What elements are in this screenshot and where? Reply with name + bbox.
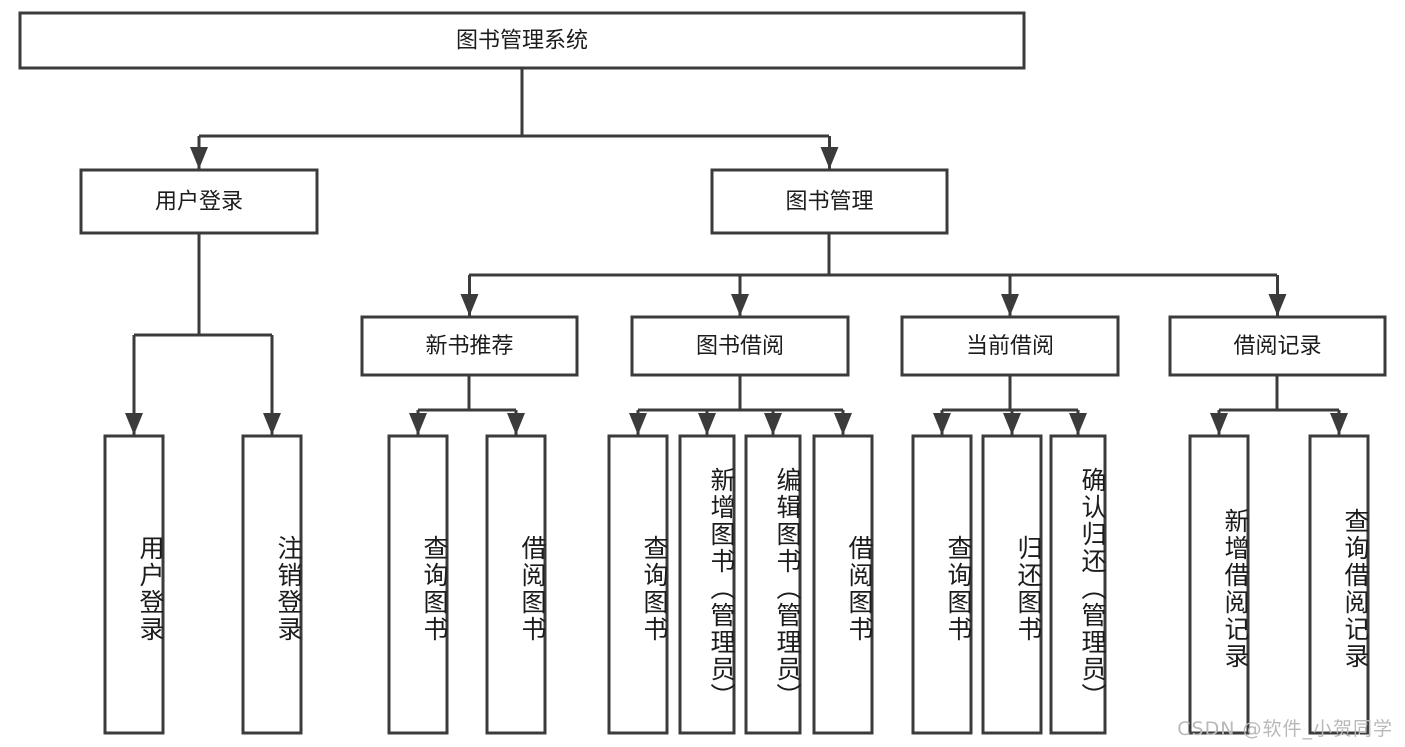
node-label-new-book-recommend: 新书推荐: [425, 334, 513, 359]
arrow-head-icon-user-login: [190, 147, 208, 169]
node-box-leaf-query-record[interactable]: [1308, 434, 1370, 735]
node-box-leaf-edit-book[interactable]: [744, 434, 802, 735]
arrow-head-icon-leaf-query-book-new: [409, 413, 427, 435]
node-label-borrow-records: 借阅记录: [1233, 334, 1321, 359]
node-box-leaf-borrow-book[interactable]: [812, 434, 874, 735]
arrow-head-icon-leaf-add-record: [1210, 413, 1228, 435]
node-label-book-borrow: 图书借阅: [696, 334, 784, 359]
arrow-head-icon-leaf-edit-book: [764, 413, 782, 435]
arrow-head-icon-leaf-user-login: [125, 413, 143, 435]
node-box-new-book-recommend[interactable]: [360, 315, 579, 377]
arrow-head-icon-leaf-query-book-current: [933, 413, 951, 435]
node-box-leaf-user-login[interactable]: [103, 434, 165, 735]
node-box-user-login[interactable]: [79, 168, 319, 235]
arrow-head-icon-book-borrow: [731, 294, 749, 316]
node-box-leaf-add-record[interactable]: [1188, 434, 1250, 735]
arrow-head-icon-leaf-query-record: [1330, 413, 1348, 435]
node-box-leaf-user-logout[interactable]: [241, 434, 303, 735]
connectors-layer: [125, 68, 1348, 435]
arrow-head-icon-leaf-add-book: [698, 413, 716, 435]
node-box-root[interactable]: [18, 11, 1026, 70]
node-box-leaf-query-book-current[interactable]: [911, 434, 973, 735]
arrow-head-icon-leaf-return-book: [1003, 413, 1021, 435]
arrow-head-icon-leaf-borrow-book: [834, 413, 852, 435]
arrow-head-icon-leaf-query-book-borrow: [629, 413, 647, 435]
node-label-user-login: 用户登录: [155, 190, 243, 215]
boxes-layer: [18, 11, 1387, 735]
arrow-head-icon-new-book-recommend: [460, 294, 479, 316]
node-box-leaf-return-book[interactable]: [981, 434, 1043, 735]
node-box-book-management[interactable]: [710, 168, 949, 235]
arrow-head-icon-book-management: [820, 147, 839, 169]
arrow-head-icon-leaf-user-logout: [263, 413, 281, 435]
node-label-book-management: 图书管理: [785, 190, 873, 215]
arrow-head-icon-borrow-records: [1268, 294, 1287, 316]
node-label-root: 图书管理系统: [456, 29, 588, 54]
arrow-head-icon-leaf-confirm-return: [1069, 413, 1087, 435]
arrow-head-icon-leaf-borrow-book-new: [507, 413, 525, 435]
node-box-leaf-query-book-new[interactable]: [387, 434, 449, 735]
csdn-watermark: CSDN @软件_小贺同学: [1177, 718, 1393, 740]
node-box-borrow-records[interactable]: [1168, 315, 1387, 377]
node-box-book-borrow[interactable]: [630, 315, 850, 377]
node-label-current-borrow: 当前借阅: [966, 334, 1054, 359]
node-box-leaf-add-book[interactable]: [678, 434, 736, 735]
arrow-head-icon-current-borrow: [1001, 294, 1019, 316]
node-box-current-borrow[interactable]: [900, 315, 1120, 377]
node-box-leaf-confirm-return[interactable]: [1049, 434, 1107, 735]
node-box-leaf-borrow-book-new[interactable]: [485, 434, 547, 735]
node-box-leaf-query-book-borrow[interactable]: [607, 434, 669, 735]
